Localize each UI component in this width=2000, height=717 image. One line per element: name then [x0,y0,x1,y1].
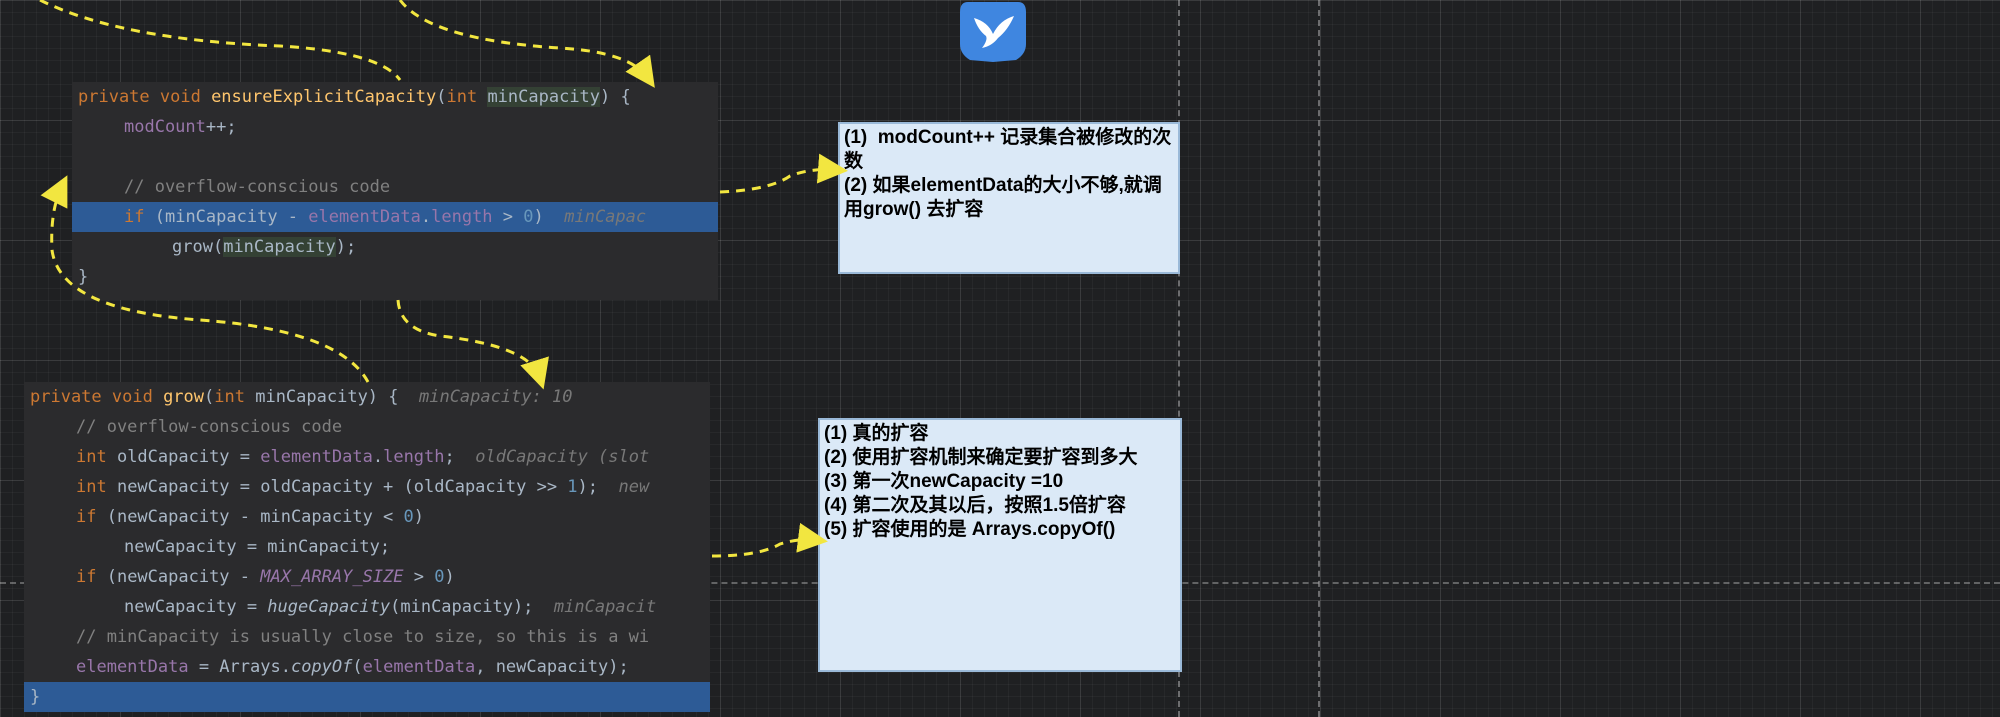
code-line: newCapacity = minCapacity; [124,537,391,557]
code-line: grow(minCapacity); [172,237,357,257]
note-line: (2) 如果elementData的大小不够,就调用grow() 去扩容 [844,175,1162,220]
annotation-note-grow: (1) 真的扩容 (2) 使用扩容机制来确定要扩容到多大 (3) 第一次newC… [818,418,1182,672]
guide-line-vertical-2 [1318,0,1320,717]
note-line: (5) 扩容使用的是 Arrays.copyOf() [824,519,1116,540]
code-line: private void ensureExplicitCapacity(int … [78,87,631,107]
code-line: if (newCapacity - minCapacity < 0) [76,507,425,527]
arrow-curve-top-left [39,0,402,81]
code-block-ensure-explicit-capacity: private void ensureExplicitCapacity(int … [72,82,718,300]
annotation-note-ensure-capacity: (1) modCount++ 记录集合被修改的次数 (2) 如果elementD… [838,122,1180,274]
arrow-to-note-2 [711,522,828,558]
arrow-to-note-1 [719,153,848,194]
arrow-to-min-capacity [398,0,655,88]
code-line: // overflow-conscious code [124,177,391,197]
code-line: private void grow(int minCapacity) { min… [30,387,573,407]
code-line: if (newCapacity - MAX_ARRAY_SIZE > 0) [76,567,455,587]
code-line: modCount++; [124,117,237,137]
arrow-loop-left [40,175,370,383]
code-line: int newCapacity = oldCapacity + (oldCapa… [76,477,650,497]
code-line: // overflow-conscious code [76,417,343,437]
code-line: } [78,267,89,287]
note-line: (1) 真的扩容 [824,423,929,444]
bird-logo-icon [960,2,1026,62]
code-line-highlighted: } [24,682,710,712]
arrow-grow-call [396,299,549,390]
guide-line-vertical-1 [1178,0,1180,717]
note-line: (2) 使用扩容机制来确定要扩容到多大 [824,447,1138,468]
code-line-highlighted: if (minCapacity - elementData.length > 0… [72,202,718,232]
code-line: // minCapacity is usually close to size,… [76,627,650,647]
code-line: elementData = Arrays.copyOf(elementData,… [76,657,629,677]
note-line: (3) 第一次newCapacity =10 [824,471,1064,492]
code-line: int oldCapacity = elementData.length; ol… [76,447,650,467]
note-line: (4) 第二次及其以后，按照1.5倍扩容 [824,495,1126,516]
code-block-grow: private void grow(int minCapacity) { min… [24,382,710,712]
code-line: newCapacity = hugeCapacity(minCapacity);… [124,597,657,617]
note-line: (1) modCount++ 记录集合被修改的次数 [844,127,1172,172]
